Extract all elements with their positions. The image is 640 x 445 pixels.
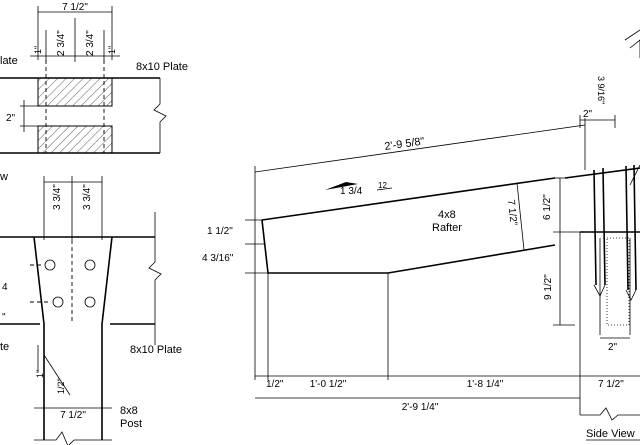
side-view: 2" 3 9/16" 2" 7 1/2" Side View xyxy=(564,29,640,441)
side-dim-bottom-b: 7 1/2" xyxy=(598,379,624,390)
top-plate-label: 8x10 Plate xyxy=(136,61,188,73)
top-dim-overall: 7 1/2" xyxy=(62,2,88,13)
post-left-cut-2: " xyxy=(2,312,6,323)
side-dim-bottom: 2" xyxy=(608,342,618,353)
post-dim-bottom: 7 1/2" xyxy=(60,410,86,421)
top-dim-left-half: 2 3/4" xyxy=(56,30,67,56)
top-left-cut-label: late xyxy=(0,55,18,67)
top-dim-right-half: 2 3/4" xyxy=(85,30,96,56)
post-detail: 3 3/4" 3 3/4" 4 " te 8x10 Plate 1" 1/2" xyxy=(0,176,182,445)
side-dim-top-a: 2" xyxy=(583,109,593,120)
rafter-dim-bottom-b: 1'-0 1/2" xyxy=(310,379,347,390)
post-dim-right: 3 3/4" xyxy=(82,184,93,210)
post-plate-label: 8x10 Plate xyxy=(130,344,182,356)
top-dim-left-edge: 1" xyxy=(33,46,43,54)
rafter-dim-left-top: 1 1/2" xyxy=(207,226,233,237)
side-dim-top-b: 3 9/16" xyxy=(596,76,606,104)
rafter-dim-left-bottom: 4 3/16" xyxy=(202,253,234,264)
post-left-cut-1: 4 xyxy=(2,282,8,293)
rafter-dim-right-upper: 6 1/2" xyxy=(542,194,553,220)
rafter-dim-bottom-total: 2'-9 1/4" xyxy=(402,402,439,413)
post-dim-side-1: 1" xyxy=(35,370,45,378)
rafter-dim-bottom-c: 1'-8 1/4" xyxy=(467,379,504,390)
rafter-dim-bottom-a: 1/2" xyxy=(266,379,284,390)
rafter-slope-rise: 12 xyxy=(378,181,387,190)
rafter-dim-right-lower: 9 1/2" xyxy=(543,274,554,300)
post-left-cut-3: te xyxy=(0,341,9,353)
top-dim-right-edge: 1" xyxy=(107,46,117,54)
rafter-dim-depth: 7 1/2" xyxy=(505,199,519,226)
post-label-1: 8x8 xyxy=(120,405,138,417)
rafter-detail: 2'-9 5/8" 1 3/4 12 4x8 Rafter 7 1/2" 1 1… xyxy=(202,118,586,415)
rafter-size: 4x8 xyxy=(438,209,456,221)
rafter-label: Rafter xyxy=(432,222,462,234)
post-dim-side-2: 1/2" xyxy=(56,378,66,394)
post-dim-left: 3 3/4" xyxy=(52,184,63,210)
side-view-label: Side View xyxy=(586,428,635,440)
post-label-2: Post xyxy=(120,418,142,430)
top-left-cut-label-2: w xyxy=(0,171,8,183)
top-detail: 7 1/2" 1" 2 3/4" 2 3/4" 1" 8x10 Plate la… xyxy=(0,2,188,183)
rafter-slope-run: 1 3/4 xyxy=(340,186,363,197)
rafter-dim-top-length: 2'-9 5/8" xyxy=(384,135,426,152)
top-dim-gap: 2" xyxy=(6,113,16,124)
